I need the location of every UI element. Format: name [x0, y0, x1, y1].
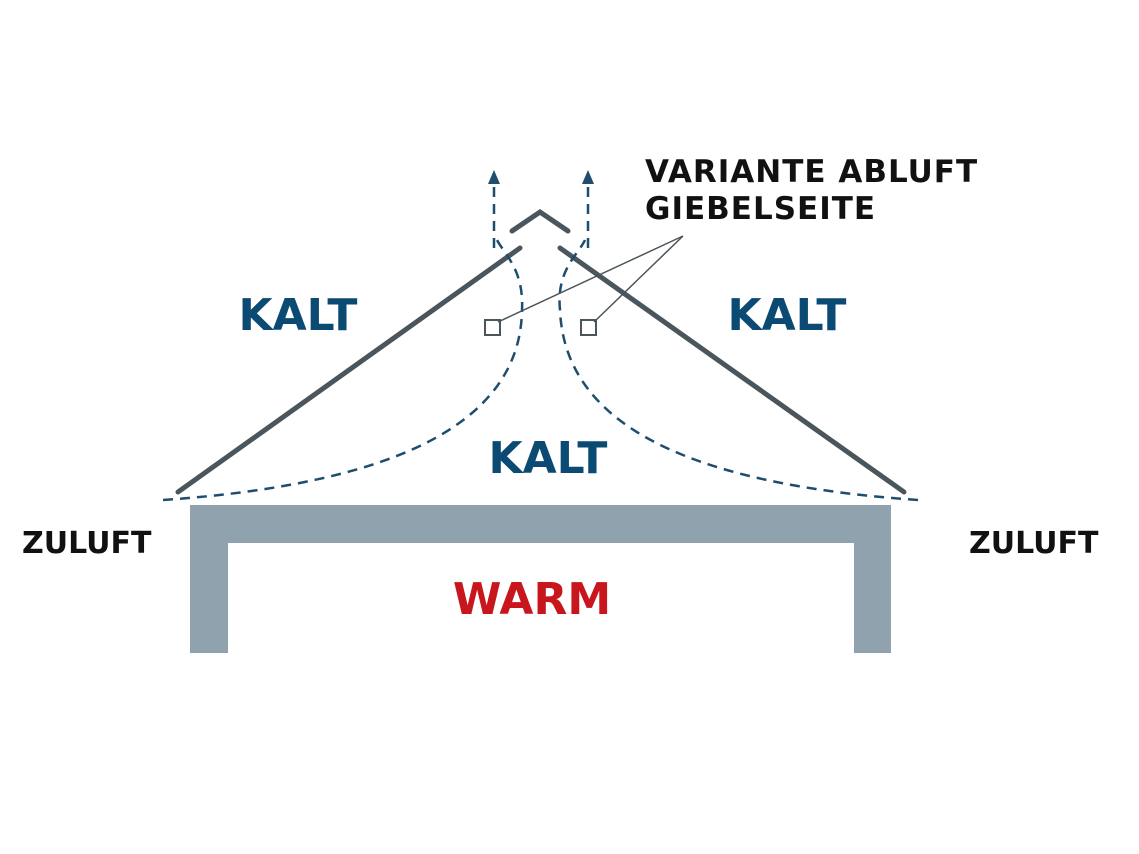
- gable-vent-left: [484, 319, 501, 336]
- gable-vent-right: [580, 319, 597, 336]
- airflow-right: [558, 239, 919, 502]
- airflow-left: [162, 239, 524, 502]
- label-cold-right: KALT: [728, 290, 847, 341]
- exhaust-note-line2: GIEBELSEITE: [645, 191, 876, 227]
- exhaust-arrowhead-right: [582, 170, 594, 184]
- ridge-cap: [509, 208, 571, 234]
- exhaust-note-line1: VARIANTE ABLUFT: [645, 154, 978, 190]
- roof-slope-left: [175, 245, 523, 495]
- roof-slope-right: [557, 245, 907, 495]
- house-walls: [190, 505, 891, 653]
- label-cold-left: KALT: [239, 290, 358, 341]
- label-cold-center: KALT: [489, 433, 608, 484]
- label-warm: WARM: [453, 574, 611, 625]
- callout-leader-left: [497, 235, 684, 323]
- exhaust-arrowhead-left: [488, 170, 500, 184]
- label-intake-left: ZULUFT: [22, 526, 152, 561]
- callout-leader-right: [593, 235, 684, 323]
- label-intake-right: ZULUFT: [969, 526, 1099, 561]
